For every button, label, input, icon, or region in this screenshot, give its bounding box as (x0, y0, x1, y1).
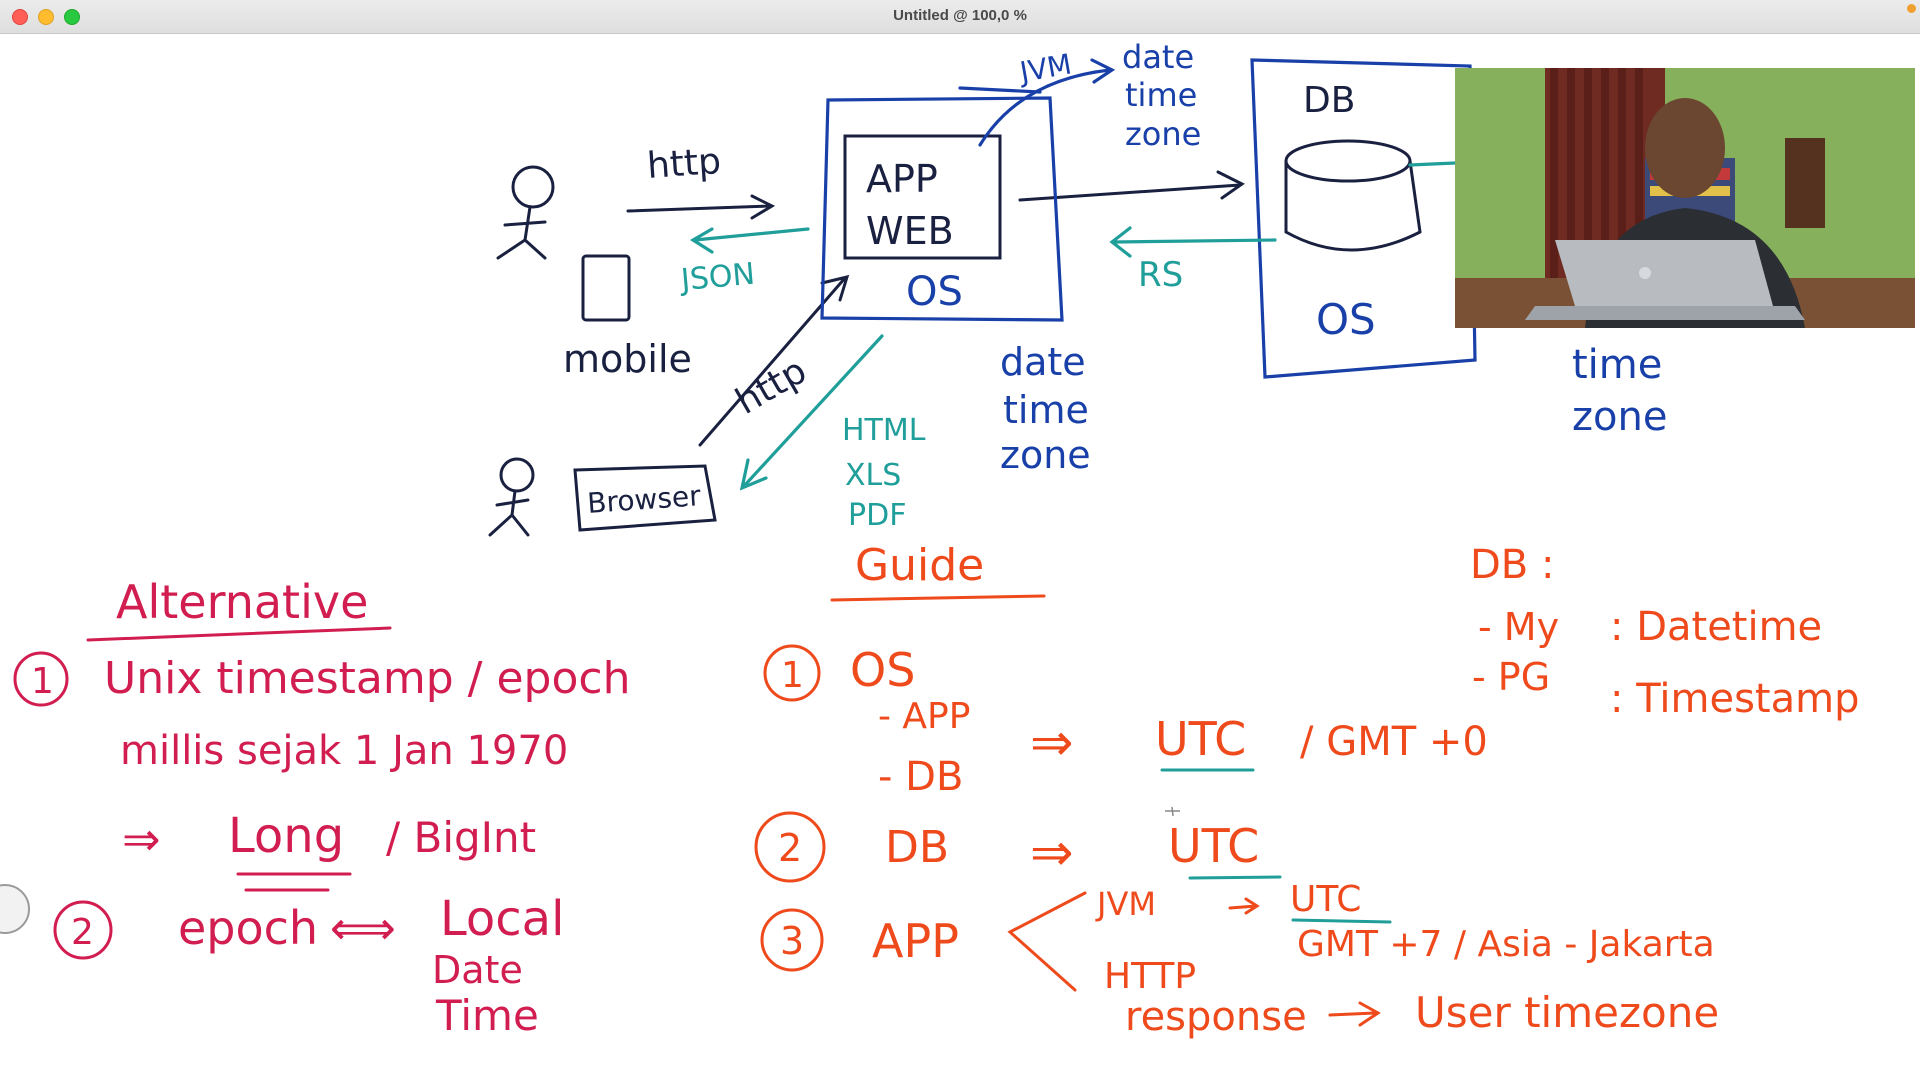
utc-text: UTC (1168, 819, 1259, 873)
alt-number-2: 2 (71, 912, 94, 953)
resultset-label: RS (1138, 255, 1183, 295)
guide-number-2: 2 (778, 826, 802, 870)
window-titlebar[interactable]: Untitled @ 100,0 % (0, 0, 1920, 34)
utc-text: UTC (1290, 879, 1361, 920)
window-title: Untitled @ 100,0 % (893, 7, 1027, 24)
millis-text: millis sejak 1 Jan 1970 (120, 728, 568, 774)
os-label: OS (906, 269, 963, 315)
maximize-window-button[interactable] (64, 9, 80, 25)
guide-number-1: 1 (781, 655, 804, 696)
close-window-button[interactable] (12, 9, 28, 25)
jvm-date-label: date (1122, 38, 1194, 76)
postgres-type: : Timestamp (1610, 676, 1859, 722)
long-text: Long (228, 808, 344, 864)
mobile-label: mobile (563, 337, 692, 381)
unix-timestamp-text: Unix timestamp / epoch (104, 653, 630, 704)
guide-os-text: OS (850, 643, 915, 697)
os-label: OS (1316, 295, 1376, 344)
implies-arrow: ⇒ (122, 812, 161, 866)
db-zone-label: zone (1572, 394, 1667, 440)
gmt0-text: / GMT +0 (1300, 719, 1488, 765)
db-notes-heading: DB : (1470, 542, 1554, 588)
minimize-window-button[interactable] (38, 9, 54, 25)
app-label: APP (866, 157, 938, 201)
user-figure-icon (488, 457, 535, 537)
epoch-text: epoch (178, 901, 318, 955)
whiteboard-drawing: http JSON mobile Browser http HTML XLS P… (13, 38, 1859, 1040)
jvm-text: JVM (1095, 885, 1156, 923)
guide-app-item: - APP (878, 696, 970, 737)
os-zone-label: zone (1000, 433, 1091, 477)
biarrow-text: ⟺ (330, 901, 396, 955)
json-label: JSON (678, 257, 757, 298)
database-icon (1284, 139, 1422, 252)
app-web-box (843, 134, 1002, 260)
time-text: Time (435, 991, 539, 1040)
response-arrow-icon (689, 227, 810, 254)
db-server-box (1250, 58, 1477, 379)
number-circle (754, 811, 826, 883)
response-text: response (1125, 994, 1307, 1040)
app-server-box (820, 96, 1064, 322)
implies-arrow: ⇒ (1030, 713, 1074, 773)
guide-heading: Guide (855, 540, 984, 591)
format-html-label: HTML (842, 413, 926, 448)
number-circle (763, 644, 821, 702)
bigint-text: / BigInt (386, 813, 536, 862)
mysql-item: - My (1478, 605, 1559, 649)
resultset-arrow-icon (1109, 226, 1277, 258)
http-text: HTTP (1104, 956, 1196, 997)
number-circle (760, 908, 824, 972)
postgres-item: - PG (1472, 655, 1550, 699)
implies-arrow: ⇒ (1030, 823, 1074, 883)
jvm-arrow-icon (978, 58, 1116, 147)
jvm-zone-label: zone (1125, 115, 1201, 153)
local-text: Local (440, 891, 564, 947)
guide-app-text: APP (872, 914, 959, 968)
request-arrow-icon (626, 194, 776, 220)
browser-box (573, 464, 717, 532)
user-timezone-text: User timezone (1415, 988, 1719, 1037)
response-arrow-icon (739, 334, 884, 491)
date-text: Date (432, 948, 523, 992)
jvm-label: JVM (1016, 47, 1074, 89)
guide-db-item: - DB (878, 754, 963, 800)
browser-label: Browser (586, 479, 702, 520)
mobile-icon (581, 254, 631, 322)
webcam-overlay (1455, 68, 1915, 328)
status-dot (1907, 4, 1916, 13)
alternative-heading: Alternative (116, 575, 368, 629)
utc-text: UTC (1155, 712, 1246, 766)
gmt7-text: GMT +7 / Asia - Jakarta (1297, 924, 1715, 965)
guide-db-text: DB (885, 822, 949, 873)
crosshair-cursor-icon (1165, 806, 1180, 817)
guide-number-3: 3 (780, 919, 804, 963)
number-circle (13, 651, 69, 707)
os-date-label: date (1000, 340, 1086, 384)
mysql-type: : Datetime (1610, 604, 1822, 650)
db-time-label: time (1572, 342, 1662, 388)
os-time-label: time (1003, 388, 1089, 432)
db-label: DB (1303, 80, 1355, 121)
format-xls-label: XLS (845, 458, 901, 493)
web-label: WEB (866, 209, 954, 253)
number-circle (53, 900, 113, 960)
jvm-time-label: time (1125, 76, 1197, 114)
user-figure-icon (496, 165, 555, 260)
alt-number-1: 1 (31, 661, 54, 702)
http-label: http (646, 141, 723, 187)
format-pdf-label: PDF (848, 498, 906, 533)
